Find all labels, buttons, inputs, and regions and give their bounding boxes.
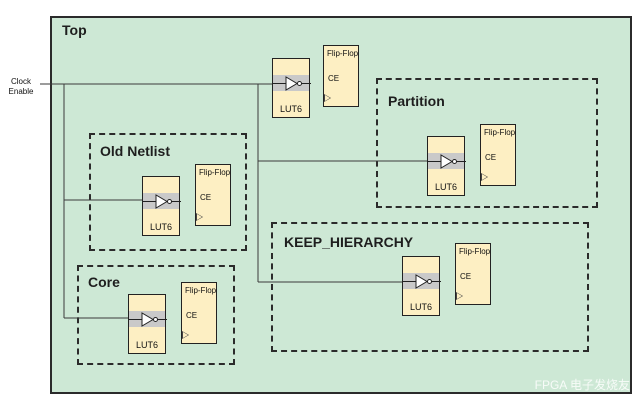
ce-label: CE xyxy=(200,193,212,202)
lut-label: LUT6 xyxy=(279,104,302,114)
partition-region xyxy=(376,78,598,208)
ff-label: Flip-Flop xyxy=(459,247,491,256)
clock-triangle-icon xyxy=(196,213,203,221)
ff-old-netlist: Flip-Flop CE xyxy=(195,164,231,226)
ce-label: CE xyxy=(485,153,497,162)
inverter-icon xyxy=(428,154,466,169)
lut-label: LUT6 xyxy=(149,222,172,232)
keep-hierarchy-label: KEEP_HIERARCHY xyxy=(284,234,414,250)
inverter-icon xyxy=(273,76,311,91)
ce-label: CE xyxy=(328,74,340,83)
ff-label: Flip-Flop xyxy=(484,128,516,137)
clock-triangle-icon xyxy=(456,292,463,300)
clock-enable-text: Clock Enable xyxy=(8,77,34,96)
ce-label: CE xyxy=(460,272,472,281)
inverter-icon xyxy=(403,274,441,289)
lut-old-netlist: LUT6 xyxy=(142,176,181,236)
clock-triangle-icon xyxy=(481,173,488,181)
inverter-icon xyxy=(129,312,167,327)
lut-label: LUT6 xyxy=(409,302,432,312)
clock-triangle-icon xyxy=(324,94,331,102)
ff-core: Flip-Flop CE xyxy=(181,282,217,344)
ff-label: Flip-Flop xyxy=(327,49,359,58)
clock-enable-label: Clock Enable xyxy=(2,77,40,97)
lut-core: LUT6 xyxy=(128,294,167,354)
inverter-icon xyxy=(143,194,181,209)
watermark: FPGA 电子发烧友 xyxy=(534,378,630,392)
ff-label: Flip-Flop xyxy=(185,286,217,295)
lut-top: LUT6 xyxy=(272,58,311,118)
top-label: Top xyxy=(62,22,87,38)
partition-label: Partition xyxy=(388,93,445,109)
clock-triangle-icon xyxy=(182,331,189,339)
ff-keep-hierarchy: Flip-Flop CE xyxy=(455,243,491,305)
ce-label: CE xyxy=(186,311,198,320)
old-netlist-label: Old Netlist xyxy=(100,143,171,159)
core-label: Core xyxy=(88,274,120,290)
ff-label: Flip-Flop xyxy=(199,168,231,177)
ff-top: Flip-Flop CE xyxy=(323,45,359,107)
lut-label: LUT6 xyxy=(135,340,158,350)
lut-partition: LUT6 xyxy=(427,136,466,196)
lut-label: LUT6 xyxy=(434,182,457,192)
lut-keep-hierarchy: LUT6 xyxy=(402,256,441,316)
ff-partition: Flip-Flop CE xyxy=(480,124,516,186)
